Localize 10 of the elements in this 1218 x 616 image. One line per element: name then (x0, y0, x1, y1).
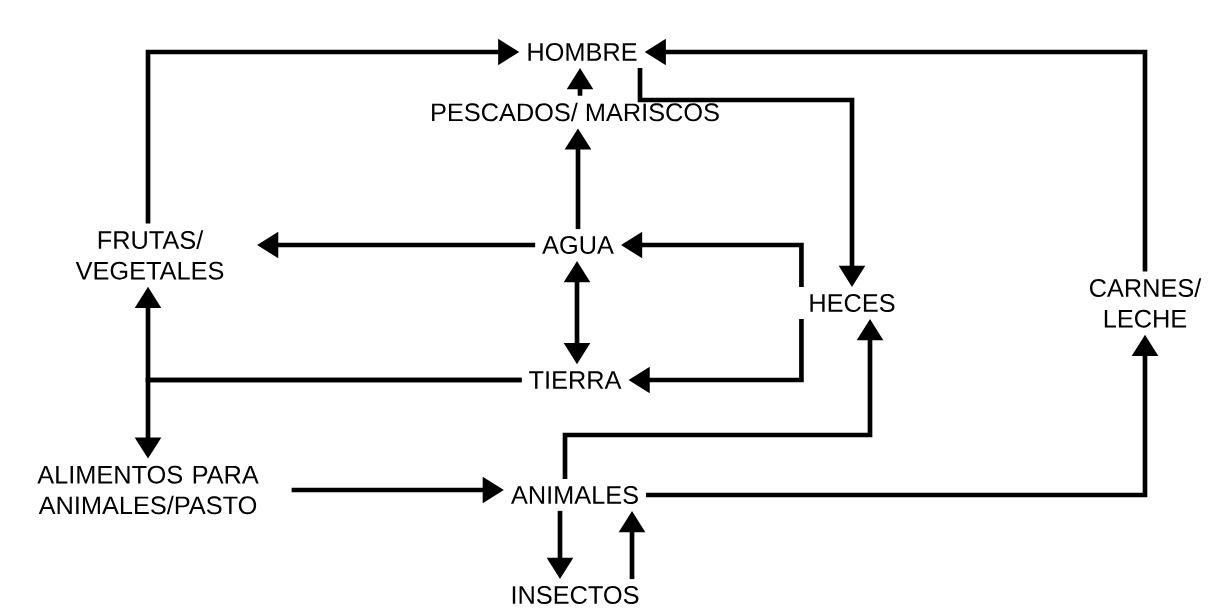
node-label: HECES (810, 294, 895, 312)
node-label: ALIMENTOS PARA ANIMALES/PASTO (37, 465, 259, 515)
node-label: AGUA (542, 236, 614, 254)
node-label: CARNES/ LECHE (1089, 278, 1202, 328)
node-label: TIERRA (529, 371, 622, 389)
node-label: FRUTAS/ VEGETALES (75, 230, 224, 280)
node-label: ANIMALES (511, 486, 638, 504)
node-label: INSECTOS (512, 586, 639, 604)
node-label: PESCADOS/ MARISCOS (432, 102, 719, 122)
node-label: HOMBRE (528, 43, 637, 61)
